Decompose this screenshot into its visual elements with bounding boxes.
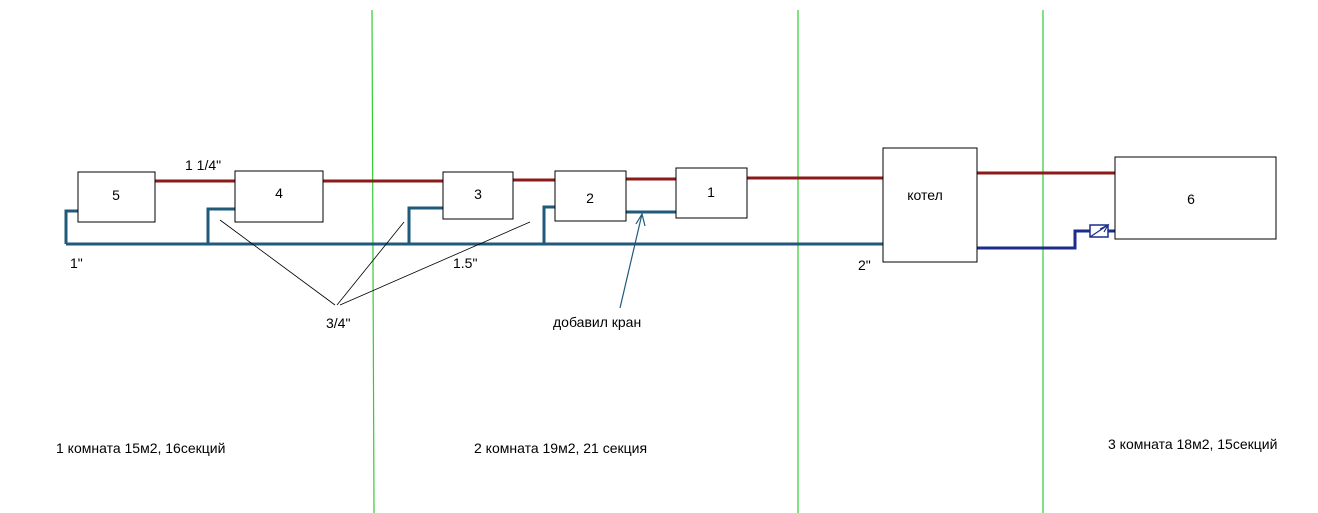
radiator-2-label: 2 (586, 190, 594, 206)
radiator-3: 3 (442, 171, 514, 220)
valve-note-arrow (619, 212, 646, 309)
room-1-label: 1 комната 15м2, 16секций (56, 440, 225, 456)
leader-line-branch-3 (336, 221, 405, 306)
radiator-5: 5 (77, 171, 156, 223)
radiator-6-label: 6 (1187, 191, 1195, 207)
radiator-4: 4 (234, 170, 324, 223)
pipe-size-branch: 3/4" (326, 315, 350, 331)
valve-icon (1089, 223, 1110, 238)
boiler: котел (882, 147, 978, 263)
radiator-6: 6 (1114, 156, 1277, 240)
room-2-label: 2 комната 19м2, 21 секция (474, 440, 647, 456)
pipe-size-boiler-return: 2" (858, 257, 871, 273)
leader-line-branch-4 (219, 219, 336, 306)
radiator-4-label: 4 (275, 185, 283, 201)
pipe-size-return-left: 1" (70, 255, 83, 271)
room-divider-1 (371, 9, 375, 513)
valve-note: добавил кран (553, 314, 641, 330)
radiator-2: 2 (554, 170, 627, 222)
leader-line-branch-2 (339, 221, 531, 306)
return-branch-5 (64, 209, 78, 244)
pipe-size-supply-main: 1 1/4" (185, 157, 221, 173)
return-branch-4 (206, 207, 235, 244)
return-pipe-6 (977, 229, 1090, 250)
room-3-label: 3 комната 18м2, 15секций (1108, 436, 1277, 452)
pipe-size-return-middle: 1.5" (453, 255, 477, 271)
radiator-1: 1 (675, 167, 748, 219)
return-branch-2 (542, 205, 555, 244)
radiator-3-label: 3 (474, 186, 482, 202)
return-branch-3 (407, 206, 443, 244)
radiator-1-label: 1 (707, 184, 715, 200)
boiler-label: котел (907, 187, 943, 203)
radiator-5-label: 5 (112, 187, 120, 203)
